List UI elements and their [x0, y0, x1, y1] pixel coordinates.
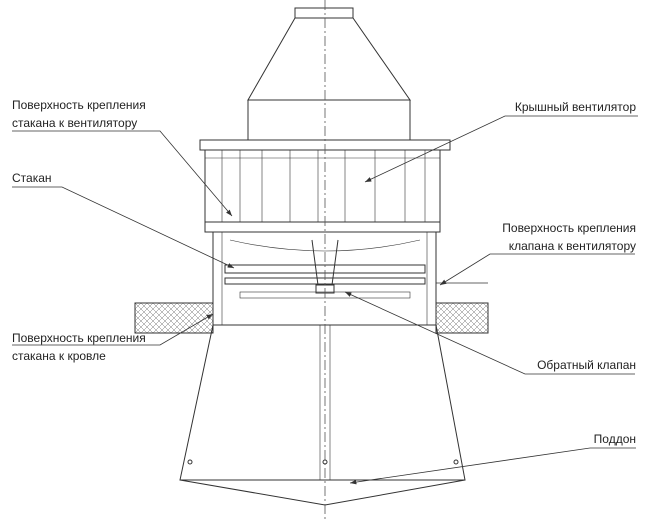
label-line: Поверхность крепления: [12, 331, 146, 345]
label-mount-glass-roof: Поверхность крепления стакана к кровле: [12, 329, 146, 365]
tray: [179, 324, 466, 506]
label-line: Поверхность крепления: [12, 98, 146, 112]
label-line: стакана к вентилятору: [12, 116, 138, 130]
label-check-valve: Обратный клапан: [537, 358, 636, 372]
roof-slab: [134, 302, 489, 334]
leader-lines: [12, 115, 638, 485]
label-line: Поверхность крепления: [502, 221, 636, 235]
label-tray: Поддон: [593, 432, 636, 446]
label-glass: Стакан: [12, 171, 52, 185]
glass: [212, 231, 437, 326]
label-line: стакана к кровле: [12, 349, 106, 363]
label-mount-valve-fan: Поверхность крепления клапана к вентилят…: [502, 219, 636, 255]
label-line: клапана к вентилятору: [508, 239, 636, 253]
label-roof-fan: Крышный вентилятор: [514, 100, 636, 114]
label-mount-glass-fan: Поверхность крепления стакана к вентилят…: [12, 96, 146, 132]
